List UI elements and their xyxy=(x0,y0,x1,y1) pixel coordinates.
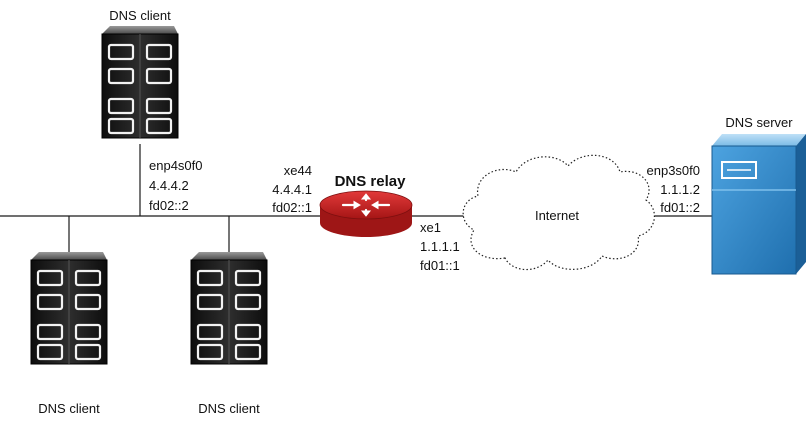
dns-server-label: DNS server xyxy=(725,115,793,130)
dns-client-top-label: DNS client xyxy=(109,8,171,23)
server-icon xyxy=(711,134,806,275)
internet-cloud[interactable]: Internet xyxy=(462,154,655,271)
cloud-icon xyxy=(462,154,655,271)
server-rack-icon xyxy=(100,24,180,140)
internet-label: Internet xyxy=(535,208,579,223)
server-interface-name: enp3s0f0 xyxy=(647,163,701,178)
dns-server[interactable] xyxy=(711,134,806,275)
client-interface-name: enp4s0f0 xyxy=(149,158,203,173)
router-icon xyxy=(319,190,413,237)
client-interface-ipv4: 4.4.4.2 xyxy=(149,178,189,193)
dns-client-bottom-left-label: DNS client xyxy=(38,401,100,416)
relay-outer-interface-labels: xe1 1.1.1.1 fd01::1 xyxy=(420,220,460,273)
client-interface-labels: enp4s0f0 4.4.4.2 fd02::2 xyxy=(149,158,203,213)
relay-inner-interface-ipv4: 4.4.4.1 xyxy=(272,182,312,197)
dns-client-bottom-mid[interactable] xyxy=(189,250,269,366)
dns-client-bottom-left[interactable] xyxy=(29,250,109,366)
connection-lines xyxy=(0,144,712,254)
dns-client-bottom-mid-label: DNS client xyxy=(198,401,260,416)
dns-relay-router[interactable] xyxy=(319,190,413,237)
server-rack-icon xyxy=(29,250,109,366)
client-interface-ipv6: fd02::2 xyxy=(149,198,189,213)
relay-inner-interface-labels: xe44 4.4.4.1 fd02::1 xyxy=(272,163,312,215)
relay-outer-interface-ipv6: fd01::1 xyxy=(420,258,460,273)
server-rack-icon xyxy=(189,250,269,366)
dns-client-top[interactable] xyxy=(100,24,180,140)
relay-title: DNS relay xyxy=(335,173,407,190)
server-interface-ipv6: fd01::2 xyxy=(660,200,700,215)
server-interface-labels: enp3s0f0 1.1.1.2 fd01::2 xyxy=(647,163,701,215)
server-interface-ipv4: 1.1.1.2 xyxy=(660,182,700,197)
relay-outer-interface-name: xe1 xyxy=(420,220,441,235)
relay-inner-interface-ipv6: fd02::1 xyxy=(272,200,312,215)
relay-outer-interface-ipv4: 1.1.1.1 xyxy=(420,239,460,254)
relay-inner-interface-name: xe44 xyxy=(284,163,312,178)
